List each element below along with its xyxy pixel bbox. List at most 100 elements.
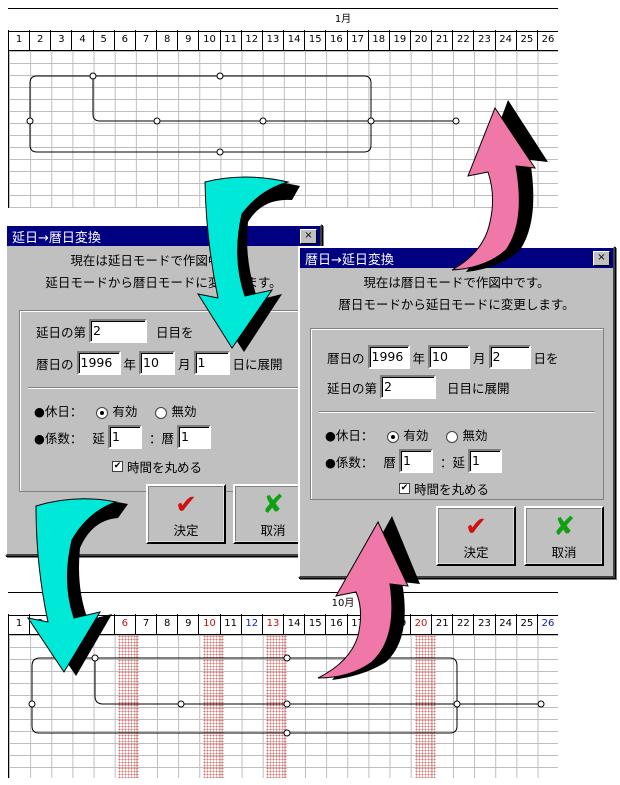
dialog-title: 延日→暦日変換 [12, 230, 101, 246]
coefficient-b-field[interactable]: 1 [176, 425, 211, 449]
radio-icon [387, 430, 400, 443]
day-label: 17 [346, 614, 368, 634]
pink-up-arrow-icon [451, 100, 548, 272]
node [283, 654, 291, 662]
radio-enabled[interactable]: 有効 [387, 425, 428, 444]
day-label: 12 [240, 30, 262, 50]
day-label: 16 [325, 30, 346, 50]
day-label: 23 [473, 30, 494, 50]
close-button[interactable]: × [300, 228, 317, 244]
day-label: 1 [8, 614, 29, 634]
network-diagram [26, 72, 460, 156]
day-label: 19 [388, 30, 410, 50]
message: 現在は暦日モードで作図中です。 暦日モードから延日モードに変更します。 [338, 275, 575, 312]
node [26, 117, 34, 125]
day-label: 6 [113, 614, 135, 634]
arrow-path [94, 658, 541, 705]
day-label: 15 [304, 614, 325, 634]
day-label: 13 [261, 30, 283, 50]
checkbox-icon: ✔ [399, 483, 410, 494]
day-label: 15 [304, 30, 325, 50]
elapsed-day-field[interactable]: 2 [89, 319, 148, 343]
day-label: 14 [283, 614, 304, 634]
day-label: 18 [367, 30, 389, 50]
node [259, 117, 267, 125]
day-label: 8 [156, 614, 177, 634]
round-time-checkbox[interactable]: ✔ 時間を丸める [399, 482, 490, 497]
day-label: 9 [177, 30, 198, 50]
radio-enabled[interactable]: 有効 [96, 401, 137, 420]
arrow-path [31, 657, 458, 704]
day-label: 13 [261, 614, 283, 634]
coefficient-b-field[interactable]: 1 [467, 449, 502, 473]
x-mark-icon: ✘ [553, 512, 575, 542]
day-label: 21 [431, 614, 452, 634]
dialog-calendar-to-days: 暦日→延日変換 × 現在は暦日モードで作図中です。 暦日モードから延日モードに変… [298, 246, 615, 578]
node [367, 117, 375, 125]
holiday-column [266, 635, 287, 778]
check-mark-icon: ✔ [175, 490, 197, 520]
node [283, 729, 291, 737]
node [283, 700, 291, 708]
month-field[interactable]: 10 [139, 351, 176, 375]
elapsed-day-field[interactable]: 2 [380, 375, 437, 399]
day-field[interactable]: 1 [193, 351, 230, 375]
round-time-checkbox[interactable]: ✔ 時間を丸める [112, 460, 203, 475]
node [89, 72, 97, 80]
separator [319, 411, 595, 413]
holiday-column [118, 635, 139, 778]
day-label: 12 [240, 614, 262, 634]
radio-disabled[interactable]: 無効 [446, 425, 487, 444]
coefficient-a-field[interactable]: 1 [107, 425, 142, 449]
arrow-path [29, 75, 372, 121]
node [453, 700, 461, 708]
month-field[interactable]: 10 [428, 345, 471, 369]
day-label: 10 [198, 30, 219, 50]
day-label: 2 [29, 30, 50, 50]
day-field[interactable]: 2 [488, 345, 531, 369]
day-label: 20 [409, 614, 431, 634]
day-label: 7 [134, 614, 156, 634]
day-label: 26 [536, 614, 558, 634]
day-label: 5 [92, 30, 114, 50]
day-label: 11 [219, 614, 241, 634]
x-mark-icon: ✘ [262, 490, 284, 520]
cancel-button[interactable]: ✘ 取消 [524, 506, 604, 566]
day-label: 24 [494, 30, 516, 50]
day-label: 7 [134, 30, 156, 50]
radio-icon [96, 406, 109, 419]
day-label: 1 [8, 30, 29, 50]
arrow-path [92, 76, 456, 122]
day-label: 16 [325, 614, 346, 634]
radio-disabled[interactable]: 無効 [155, 401, 196, 420]
day-label: 9 [177, 614, 198, 634]
close-button[interactable]: × [593, 250, 610, 266]
node [91, 654, 99, 662]
day-label: 11 [219, 30, 241, 50]
separator [28, 387, 312, 389]
node [216, 72, 224, 80]
dialog-title: 暦日→延日変換 [305, 252, 394, 268]
day-label: 26 [536, 30, 558, 50]
ok-button[interactable]: ✔ 決定 [436, 506, 516, 566]
settings-group: 暦日の 1996 年 10 月 2 日を 延日の第 2 日目に展開 ●休日： 有… [310, 328, 604, 500]
day-label: 24 [494, 614, 516, 634]
day-label: 10 [198, 614, 219, 634]
checkbox-icon: ✔ [112, 461, 123, 472]
title-bar: 暦日→延日変換 × [300, 248, 613, 268]
node [28, 700, 36, 708]
month-header: 10月 [8, 592, 558, 616]
day-label: 17 [346, 30, 368, 50]
radio-icon [155, 406, 168, 419]
day-label: 25 [515, 614, 537, 634]
holiday-column [203, 635, 224, 778]
day-label: 20 [409, 30, 431, 50]
ok-button[interactable]: ✔ 決定 [146, 484, 226, 544]
cyan-down-arrow-icon [196, 176, 300, 352]
year-field[interactable]: 1996 [76, 351, 121, 375]
coefficient-a-field[interactable]: 1 [398, 449, 433, 473]
year-field[interactable]: 1996 [367, 345, 410, 369]
bottom-network-chart: 10月 123456789101112131415161718192021222… [8, 592, 558, 778]
day-label: 4 [71, 30, 92, 50]
node [452, 117, 460, 125]
